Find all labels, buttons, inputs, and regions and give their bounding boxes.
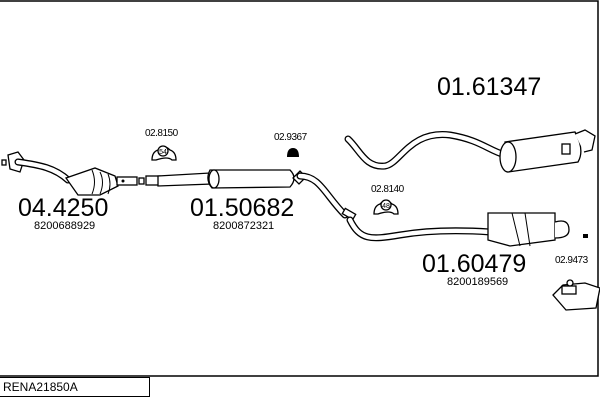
middle-silencer-part[interactable]	[145, 169, 349, 219]
accessory-number: 02.9473	[555, 255, 589, 266]
part-number: 01.60479	[422, 250, 526, 278]
catalytic-converter-part[interactable]	[1, 151, 145, 196]
part-number: 01.61347	[437, 73, 541, 101]
oem-number: 8200872321	[213, 220, 274, 232]
diagram-frame	[0, 0, 599, 377]
clamp-size-badge: 48	[382, 203, 390, 210]
part-number: 01.50682	[190, 194, 294, 222]
accessory-number: 02.8140	[371, 184, 405, 195]
rear-silencer-alt-part[interactable]	[341, 207, 588, 247]
rubber-hanger-02-9367[interactable]	[287, 148, 299, 157]
oem-number: 8200688929	[34, 220, 95, 232]
accessory-number: 02.9367	[274, 132, 308, 143]
bracket-02-9473[interactable]	[552, 279, 600, 311]
part-number: 04.4250	[18, 194, 108, 222]
diagram-code-label: RENA21850A	[0, 377, 150, 397]
oem-number: 8200189569	[447, 276, 508, 288]
clamp-02-8150[interactable]: 54	[151, 145, 177, 161]
accessory-number: 02.8150	[145, 128, 179, 139]
clamp-size-badge: 54	[159, 149, 167, 156]
clamp-02-8140[interactable]: 48	[373, 199, 399, 215]
rear-silencer-part[interactable]	[344, 129, 596, 173]
